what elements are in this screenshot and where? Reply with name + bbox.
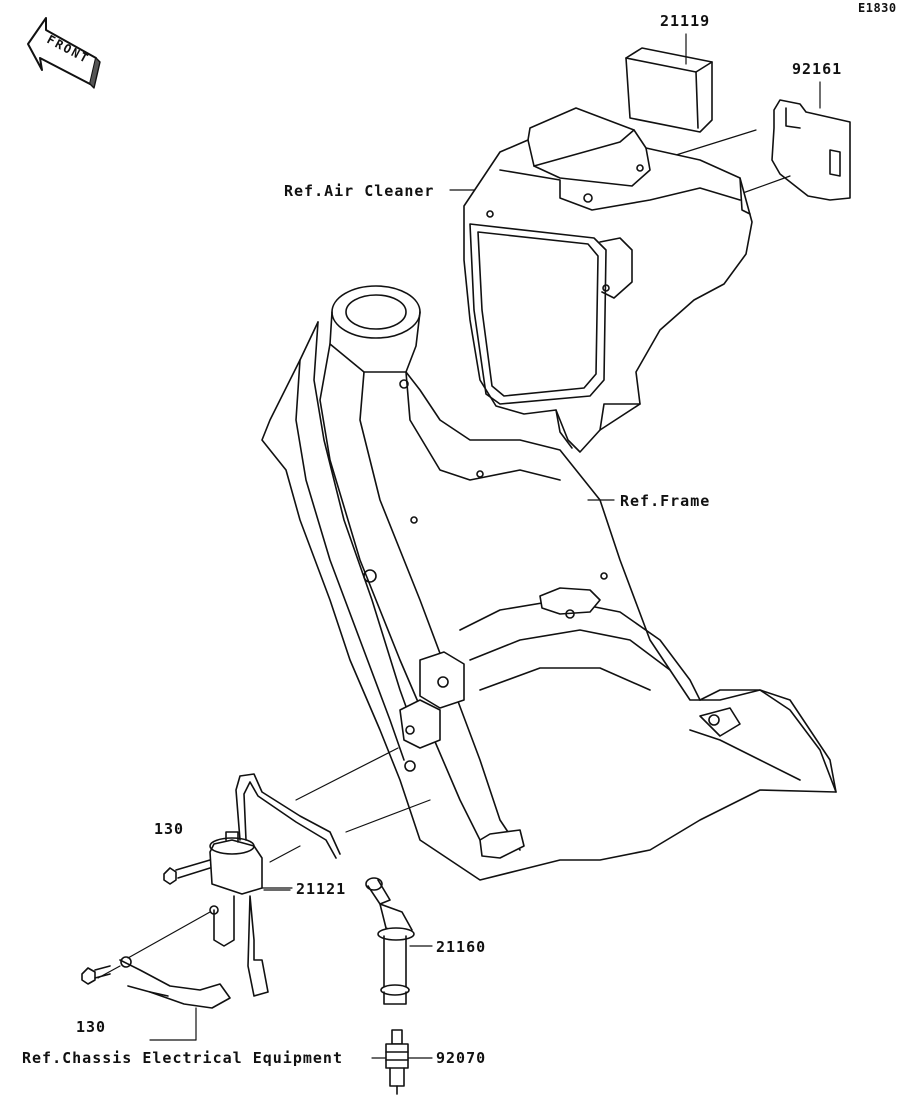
ground-wire-assembly — [119, 905, 231, 1009]
part-label-130-bottom[interactable]: 130 — [76, 1018, 107, 1036]
front-arrow-icon: FRONT — [27, 17, 101, 89]
part-label-21121[interactable]: 21121 — [296, 880, 347, 898]
part-21119-box — [625, 47, 713, 133]
diagram-code: E1830 — [858, 1, 897, 15]
spark-plug-92070 — [385, 1029, 409, 1095]
ref-chassis-electrical[interactable]: Ref.Chassis Electrical Equipment — [22, 1049, 343, 1067]
spark-plug-cap-21160 — [365, 877, 415, 1005]
air-cleaner-housing — [463, 107, 753, 453]
part-label-92070[interactable]: 92070 — [436, 1049, 487, 1067]
frame — [261, 285, 837, 881]
part-label-21119[interactable]: 21119 — [660, 12, 711, 30]
part-label-92161[interactable]: 92161 — [792, 60, 843, 78]
part-label-21160[interactable]: 21160 — [436, 938, 487, 956]
ref-air-cleaner[interactable]: Ref.Air Cleaner — [284, 182, 435, 200]
part-label-130-top[interactable]: 130 — [154, 820, 185, 838]
ignition-coil-21121 — [209, 773, 341, 997]
ref-frame[interactable]: Ref.Frame — [620, 492, 711, 510]
bolt-130-bottom — [81, 965, 111, 985]
bolt-130-top — [163, 859, 211, 885]
part-92161-bracket — [771, 99, 851, 201]
